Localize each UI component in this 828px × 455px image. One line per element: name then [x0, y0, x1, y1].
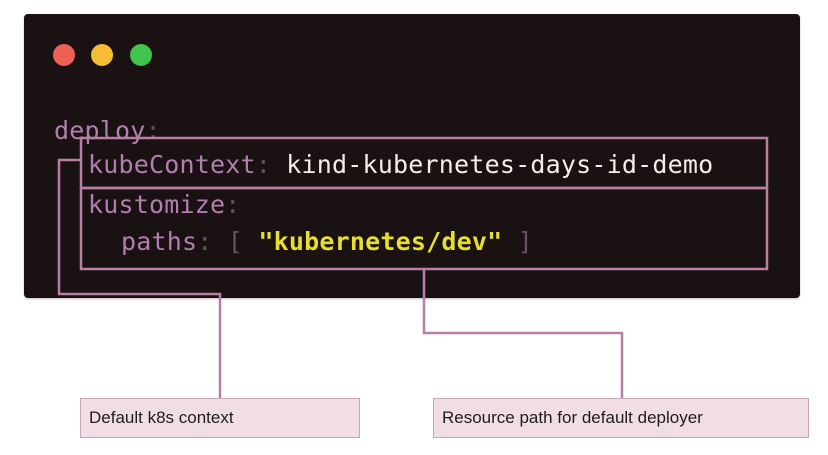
kube-context-highlight	[79, 136, 769, 190]
paths-bracket-close: ]	[517, 227, 533, 256]
code-line-paths: paths: [ "kubernetes/dev" ]	[121, 229, 533, 254]
kustomize-highlight	[79, 186, 769, 271]
kustomize-connector	[422, 269, 624, 398]
kube-context-value: kind-kubernetes-days-id-demo	[286, 150, 714, 179]
code-window	[24, 14, 800, 298]
kube-context-connector	[57, 158, 222, 398]
kube-context-key: kubeContext	[88, 150, 256, 179]
code-line-kube-context: kubeContext: kind-kubernetes-days-id-dem…	[88, 152, 713, 177]
minimize-dot	[91, 44, 113, 66]
maximize-dot	[130, 44, 152, 66]
close-dot	[53, 44, 75, 66]
paths-colon: :	[197, 227, 213, 256]
paths-bracket-open: [	[227, 227, 244, 256]
resource-path-label: Resource path for default deployer	[433, 398, 809, 438]
kube-context-colon: :	[255, 150, 272, 179]
kustomize-colon: :	[225, 190, 241, 219]
code-line-kustomize: kustomize:	[88, 192, 241, 217]
kustomize-key: kustomize	[88, 190, 226, 219]
paths-value: "kubernetes/dev"	[258, 227, 503, 256]
default-context-label: Default k8s context	[80, 398, 360, 438]
paths-key: paths	[121, 227, 198, 256]
